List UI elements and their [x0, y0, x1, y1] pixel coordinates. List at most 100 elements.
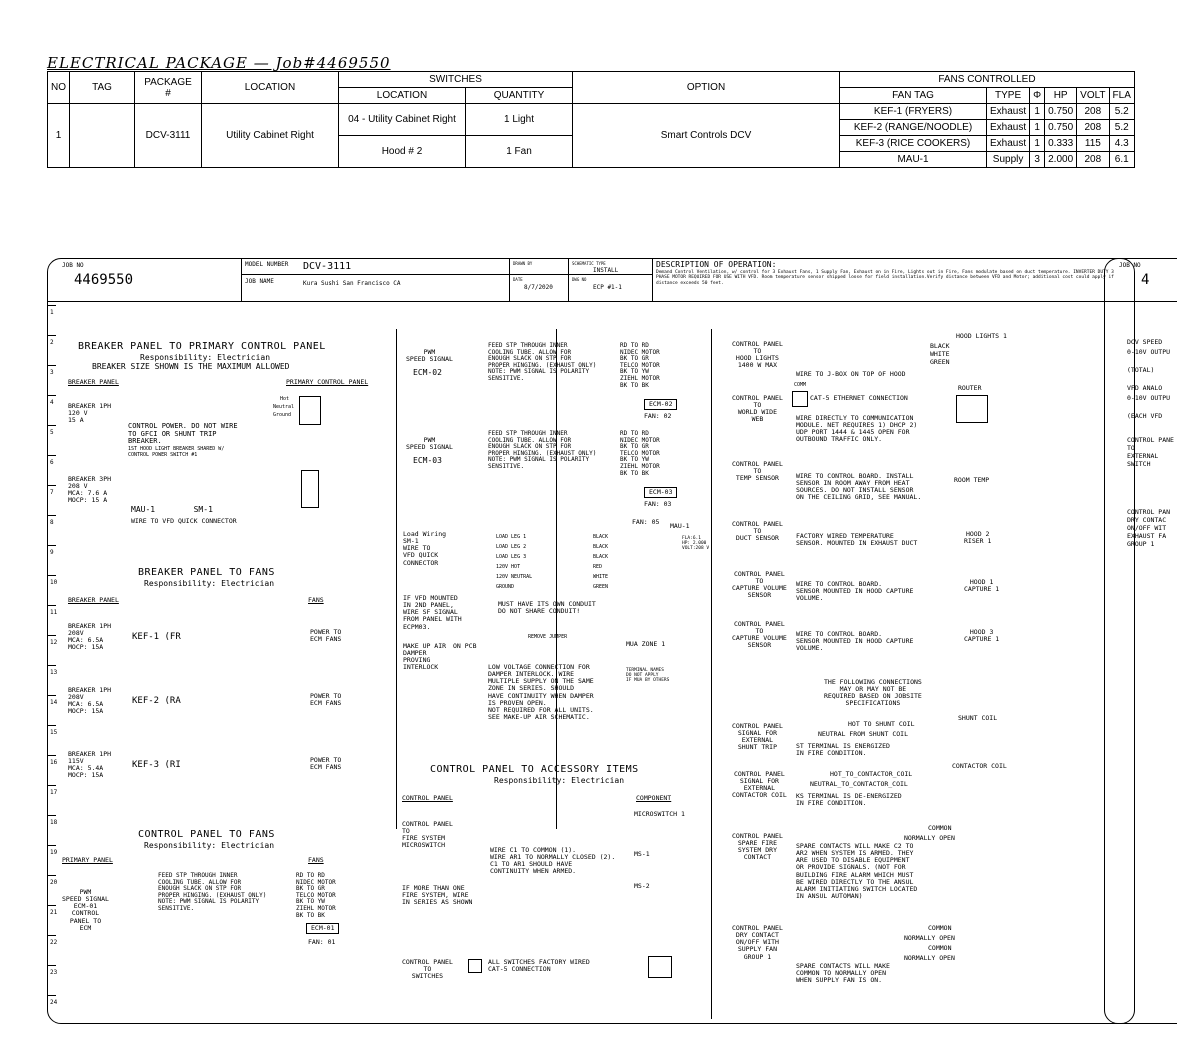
hood-lights-label: CONTROL PANEL TO HOOD LIGHTS 1400 W MAX [732, 340, 783, 370]
breaker-1ph: BREAKER 1PH 120 V 15 A [68, 402, 112, 425]
wire-color-label: RED [593, 564, 603, 570]
row-sw-location-1: 04 - Utility Cabinet Right [338, 103, 466, 136]
row-number: 5 [50, 429, 54, 436]
feed-stp-note: FEED STP THROUGH INNER COOLING TUBE. ALL… [158, 872, 267, 912]
fan-name: KEF-2 (RA [132, 696, 181, 706]
factory-wired-note: ALL SWITCHES FACTORY WIRED CAT-5 CONNECT… [488, 958, 590, 974]
fan-type: Exhaust [985, 103, 1031, 120]
col-option: OPTION [572, 71, 840, 104]
neutral-shunt: NEUTRAL FROM SHUNT COIL [818, 730, 909, 738]
wire-jbox-note: WIRE TO J-BOX ON TOP OF HOOD [796, 370, 906, 378]
fan-breaker: BREAKER 1PH 208V MCA: 6.5A MOCP: 15A [68, 622, 112, 652]
sheet2-label: DRY CONTAC [1127, 516, 1167, 524]
wire-c1-note: WIRE C1 TO COMMON (1). WIRE AR1 TO NORMA… [490, 846, 616, 876]
col-volt: VOLT [1076, 87, 1110, 104]
row-sw-location-2: Hood # 2 [338, 135, 466, 168]
row-divider [48, 965, 56, 966]
neutral-label: Neutral [273, 404, 295, 410]
row-number: 6 [50, 459, 54, 466]
component-label: COMPONENT [636, 794, 672, 802]
router-label: ROUTER [958, 384, 982, 392]
load-leg-label: LOAD LEG 2 [496, 544, 527, 550]
fan-tag: KEF-3 (RICE COOKERS) [839, 135, 987, 152]
fan-hp: 0.333 [1044, 135, 1078, 152]
fan-volt: 208 [1076, 103, 1110, 120]
row-divider [48, 335, 56, 336]
hood3-capture: HOOD 3 CAPTURE 1 [964, 628, 1000, 644]
row-divider [48, 365, 56, 366]
fan-fla: 5.2 [1108, 119, 1135, 136]
low-voltage-note: LOW VOLTAGE CONNECTION FOR DAMPER INTERL… [488, 663, 594, 721]
breaker-to-primary-section: BREAKER PANEL TO PRIMARY CONTROL PANEL R… [78, 341, 378, 371]
common-label: COMMON [928, 824, 952, 832]
fan-breaker: BREAKER 1PH 208V MCA: 6.5A MOCP: 15A [68, 686, 112, 716]
col-type: TYPE [985, 87, 1031, 104]
hot-label: Hot [280, 396, 290, 402]
control-to-fans-section: CONTROL PANEL TO FANS Responsibility: El… [138, 829, 338, 850]
schematic-sheet: JOB NO 4469550 MODEL NUMBER DCV-3111 JOB… [47, 258, 1135, 1024]
pwm-ecm03: PWM SPEED SIGNAL [406, 436, 453, 452]
sheet2-label: CONTROL PAN [1127, 508, 1171, 516]
row-divider [48, 605, 56, 606]
wire-colors-2: RD TO RD NIDEC MOTOR BK TO GR TELCO MOTO… [620, 342, 660, 389]
load-wiring-label: Load Wiring SM-1 WIRE TO VFD QUICK CONNE… [403, 530, 447, 567]
title-block: JOB NO 4469550 MODEL NUMBER DCV-3111 JOB… [48, 259, 1134, 302]
ks-note: KS TERMINAL IS DE-ENERGIZED IN FIRE COND… [796, 792, 902, 808]
following-note: THE FOLLOWING CONNECTIONS MAY OR MAY NOT… [824, 678, 922, 708]
fan-volt: 208 [1076, 151, 1110, 168]
load-leg-label: 120V HOT [496, 564, 521, 570]
accessory-section: CONTROL PANEL TO ACCESSORY ITEMS Respons… [430, 764, 690, 785]
load-leg-label: LOAD LEG 3 [496, 554, 527, 560]
row-divider [48, 785, 56, 786]
fan-tag: KEF-1 (FRYERS) [839, 103, 987, 120]
control-panel-label: CONTROL PANEL [402, 794, 453, 802]
row-divider [48, 515, 56, 516]
j4-jack [468, 959, 482, 973]
terminal-names-note: TERMINAL NAMES DO NOT APPLY IF MUA BY OT… [626, 668, 670, 683]
power-to-label: POWER TO ECM FANS [310, 756, 342, 772]
normally-open-label-2: NORMALLY OPEN [904, 934, 955, 942]
row-divider [48, 545, 56, 546]
dry-contact-label: CONTROL PANEL DRY CONTACT ON/OFF WITH SU… [732, 924, 783, 961]
row-divider [48, 905, 56, 906]
capture-note-1: WIRE TO CONTROL BOARD. SENSOR MOUNTED IN… [796, 580, 914, 603]
terminal-block-l [301, 470, 319, 508]
mua-damper-label: MAKE UP AIR DAMPER PROVING INTERLOCK [403, 642, 447, 672]
sheet2-label: VFD ANALO [1127, 384, 1163, 392]
row-number: 8 [50, 519, 54, 526]
responsibility: Responsibility: Electrician [144, 840, 275, 850]
col-fla: FLA [1108, 87, 1135, 104]
row-divider [48, 665, 56, 666]
dwg-label: DWG NO [572, 277, 587, 282]
row-number: 1 [50, 309, 54, 316]
mua-zone-label: MUA ZONE 1 [626, 640, 666, 648]
white-label: WHITE [930, 350, 950, 358]
fan-type: Supply [985, 151, 1031, 168]
col-switches: SWITCHES [338, 71, 573, 88]
date: 8/7/2020 [524, 284, 553, 291]
row-divider [48, 875, 56, 876]
fan-volt: 208 [1076, 119, 1110, 136]
fan02-label: FAN: 02 [644, 412, 672, 420]
row-divider [48, 425, 56, 426]
col-hp: HP [1044, 87, 1078, 104]
wire-color-label: BLACK [593, 534, 609, 540]
feed-stp-note-3: FEED STP THROUGH INNER COOLING TUBE. ALL… [488, 430, 597, 470]
fan-tag: MAU-1 [839, 151, 987, 168]
switches-label: CONTROL PANEL TO SWITCHES [402, 958, 453, 981]
terminal-block-h1 [299, 396, 321, 425]
row-divider [48, 635, 56, 636]
row-number: 3 [50, 369, 54, 376]
col-fans-controlled: FANS CONTROLLED [839, 71, 1135, 88]
description-title: DESCRIPTION OF OPERATION: [656, 260, 777, 269]
sheet2-label: (TOTAL) [1127, 366, 1155, 374]
job-name: Kura Sushi San Francisco CA [303, 280, 401, 287]
row-tag [69, 103, 135, 168]
row-number: 12 [50, 639, 58, 646]
primary-panel-label: PRIMARY PANEL [62, 856, 113, 864]
contactor-label: CONTROL PANEL SIGNAL FOR EXTERNAL CONTAC… [732, 770, 787, 800]
job-no: 4469550 [74, 272, 134, 288]
responsibility: Responsibility: Electrician [144, 578, 275, 588]
fan-breaker: BREAKER 1PH 115V MCA: 5.4A MOCP: 15A [68, 750, 112, 780]
normally-open-label-3: NORMALLY OPEN [904, 954, 955, 962]
